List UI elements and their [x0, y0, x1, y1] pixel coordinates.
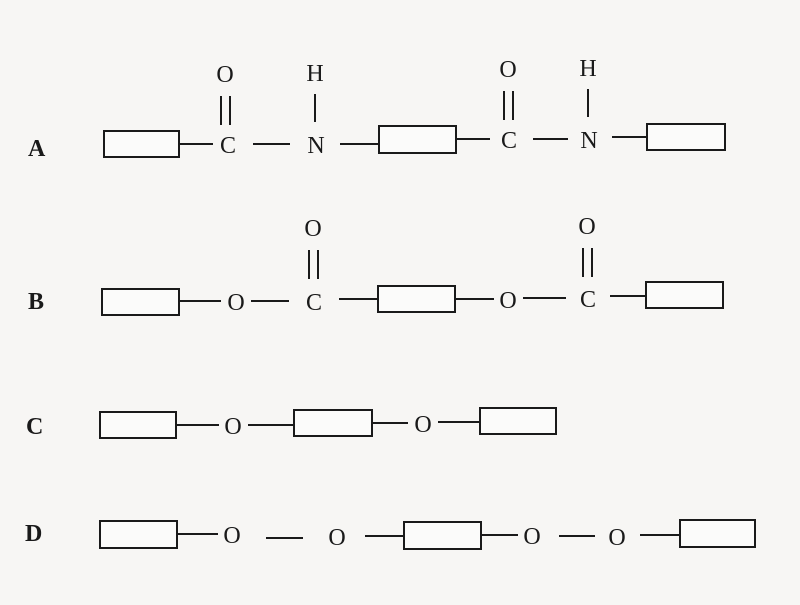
monomer-block: [99, 520, 178, 549]
option-d-label: D: [25, 521, 42, 547]
carbonyl-oxygen-atom: O: [499, 57, 516, 83]
monomer-block: [646, 123, 726, 151]
peroxide-oxygen-atom: O: [523, 524, 540, 550]
option-a-structure: A O C H N O C H N: [28, 56, 726, 162]
nitrogen-atom: N: [307, 133, 324, 159]
carbon-atom: C: [220, 133, 236, 159]
carbon-atom: C: [580, 287, 596, 313]
hydrogen-atom: H: [579, 56, 596, 82]
carbonyl-oxygen-atom: O: [578, 214, 595, 240]
peroxide-oxygen-atom: O: [328, 525, 345, 551]
monomer-block: [377, 285, 456, 313]
carbonyl-oxygen-atom: O: [304, 216, 321, 242]
option-b-structure: B O O C O O C: [28, 214, 724, 316]
nitrogen-atom: N: [580, 128, 597, 154]
ether-oxygen-atom: O: [414, 412, 431, 438]
monomer-block: [99, 411, 177, 439]
peroxide-oxygen-atom: O: [608, 525, 625, 551]
monomer-block: [103, 130, 180, 158]
peroxide-oxygen-atom: O: [223, 523, 240, 549]
option-c-label: C: [26, 414, 43, 440]
option-a-label: A: [28, 136, 46, 162]
ether-oxygen-atom: O: [224, 414, 241, 440]
monomer-block: [679, 519, 756, 548]
ester-oxygen-atom: O: [227, 290, 244, 316]
monomer-block: [403, 521, 482, 550]
option-b-label: B: [28, 289, 44, 315]
monomer-block: [479, 407, 557, 435]
hydrogen-atom: H: [306, 61, 323, 87]
monomer-block: [293, 409, 373, 437]
ester-oxygen-atom: O: [499, 288, 516, 314]
monomer-block: [645, 281, 724, 309]
option-d-structure: D O O O O: [25, 519, 756, 551]
monomer-block: [101, 288, 180, 316]
carbon-atom: C: [501, 128, 517, 154]
monomer-block: [378, 125, 457, 154]
carbonyl-oxygen-atom: O: [216, 62, 233, 88]
carbon-atom: C: [306, 290, 322, 316]
option-c-structure: C O O: [26, 407, 557, 440]
